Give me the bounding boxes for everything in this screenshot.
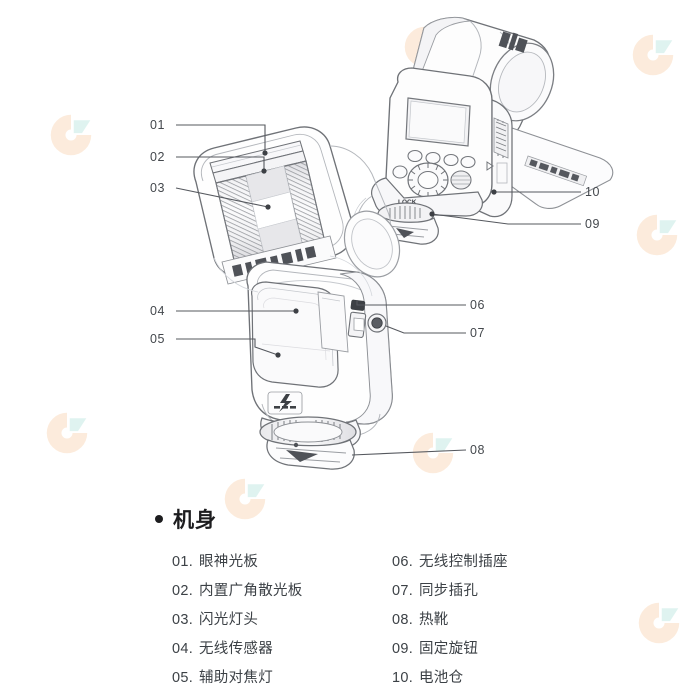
rear-control-dial[interactable] [407,162,449,198]
rear-side-label [524,155,588,187]
legend-item-name: 内置广角散光板 [199,583,303,599]
legend-item: 06. 无线控制插座 [392,548,508,577]
legend-item-number: 07. [392,583,414,599]
legend-item-number: 01. [172,554,194,570]
callout-label-06: 06 [470,298,485,312]
callout-label-01: 01 [150,118,165,132]
legend-item-number: 06. [392,554,414,570]
legend-column-right: 06. 无线控制插座 07. 同步插孔 08. 热靴 09. 固定旋钮 10. 电池仓 [392,548,508,693]
legend-heading: 机身 [155,504,217,534]
legend-item-name: 辅助对焦灯 [199,670,273,686]
wireless-control-socket[interactable] [347,299,367,338]
rear-left-button[interactable] [392,165,408,179]
flash-rear-view: LOCK [351,16,614,245]
battery-door-arrow-icon [486,161,494,171]
legend-item-name: 眼神光板 [199,554,259,570]
leader-dot-05 [275,352,281,358]
rear-body [385,67,493,207]
callout-label-08: 08 [470,443,485,457]
legend-heading-text: 机身 [173,509,217,532]
leader-dot-10 [491,189,497,195]
legend-item: 01. 眼神光板 [172,548,303,577]
rear-lcd-screen [405,97,471,147]
legend-item: 08. 热靴 [392,606,508,635]
legend-item: 09. 固定旋钮 [392,635,508,664]
callout-label-07: 07 [470,326,485,340]
legend-item-name: 热靴 [419,612,449,628]
battery-door-grip [493,117,509,159]
legend-item-name: 无线控制插座 [419,554,508,570]
callout-label-05: 05 [150,332,165,346]
sync-terminal-socket[interactable] [367,313,387,333]
legend-item: 03. 闪光灯头 [172,606,303,635]
callout-label-03: 03 [150,181,165,195]
legend-item: 07. 同步插孔 [392,577,508,606]
rear-head-print [498,31,528,53]
legend-item-number: 05. [172,670,194,686]
leader-dot-02 [261,168,267,174]
callout-leader-lines [175,124,581,456]
callout-label-09: 09 [585,217,600,231]
callout-leader-dots [261,150,497,358]
flash-body-front [246,261,393,437]
af-assist-lamp-area [261,343,331,352]
legend-item-name: 同步插孔 [419,583,479,599]
rear-textured-pad[interactable] [450,170,472,190]
legend-item-number: 03. [172,612,194,628]
legend-item-number: 10. [392,670,414,686]
hot-shoe-assembly [259,416,361,470]
legend-column-left: 01. 眼神光板 02. 内置广角散光板 03. 闪光灯头 04. 无线传感器 05. 辅… [172,548,303,693]
callout-label-04: 04 [150,304,165,318]
legend-item-number: 09. [392,641,414,657]
hot-shoe-lock-ring[interactable] [259,416,357,448]
legend-item: 04. 无线传感器 [172,635,303,664]
callout-label-10: 10 [585,185,600,199]
leader-dot-04 [293,308,299,314]
leader-dot-09 [429,211,435,217]
body-side-rail [317,291,349,353]
callout-label-02: 02 [150,150,165,164]
legend-item-name: 电池仓 [419,670,464,686]
flash-front-view [193,126,401,470]
leader-dot-01 [262,150,268,156]
bullet-dot-icon [155,515,163,523]
legend-item-number: 08. [392,612,414,628]
legend-item-name: 无线传感器 [199,641,273,657]
legend-item: 02. 内置广角散光板 [172,577,303,606]
legend-item-name: 固定旋钮 [419,641,479,657]
legend-item-number: 02. [172,583,194,599]
legend-item: 10. 电池仓 [392,664,508,693]
legend-item-number: 04. [172,641,194,657]
legend-item: 05. 辅助对焦灯 [172,664,303,693]
legend-item-name: 闪光灯头 [199,612,259,628]
leader-dot-03 [265,204,271,210]
bounce-head-barrel [343,210,401,278]
flash-emblem-icon [267,391,303,415]
rear-battery-door [467,99,513,218]
hot-shoe-foot [266,439,355,470]
flash-lens-face [215,160,325,261]
rear-function-buttons[interactable] [407,149,476,169]
